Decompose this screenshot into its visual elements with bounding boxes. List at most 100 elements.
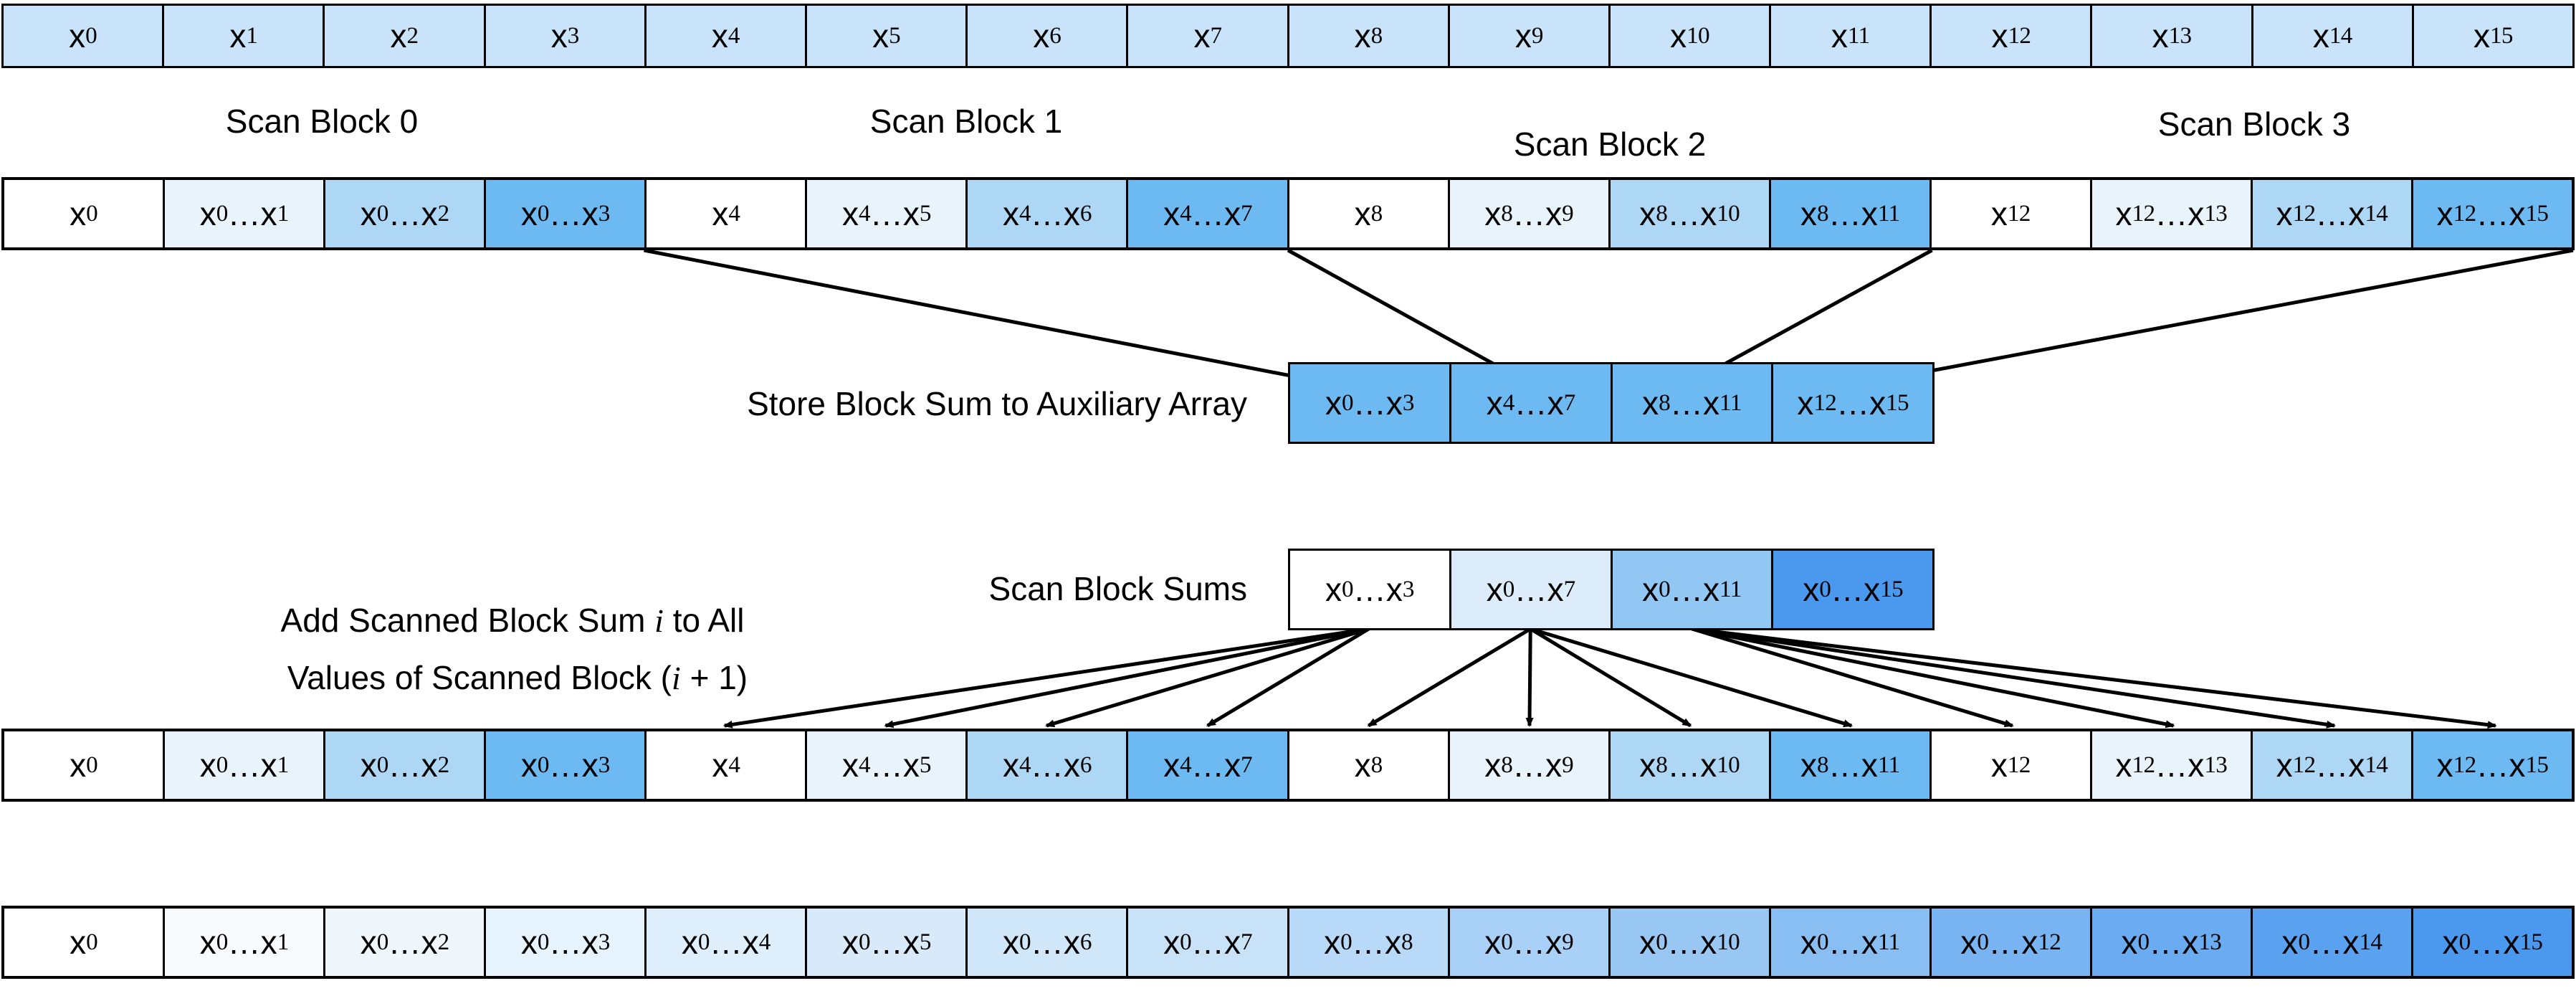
- arrow: [1206, 627, 1370, 728]
- arrow: [1911, 248, 2574, 377]
- arrow: [644, 248, 1322, 384]
- arrow: [1287, 248, 1515, 377]
- arrow: [722, 627, 1370, 729]
- scan-block-3-label: Scan Block 3: [2157, 105, 2351, 143]
- add-block-sum-label-line1: Add Scanned Block Sum i to All: [280, 602, 745, 639]
- arrow: [1692, 627, 2337, 729]
- arrow: [1692, 627, 2014, 728]
- arrow: [1692, 627, 2175, 729]
- arrow: [884, 627, 1370, 729]
- arrow: [1692, 627, 2497, 729]
- arrow: [1530, 627, 1854, 728]
- store-block-sum-label: Store Block Sum to Auxiliary Array: [747, 385, 1247, 422]
- arrow: [1045, 627, 1370, 728]
- scan-block-0-label: Scan Block 0: [225, 103, 419, 140]
- scan-block-2-label: Scan Block 2: [1513, 125, 1707, 163]
- arrow: [1529, 627, 1692, 728]
- add-block-sum-label-line2: Values of Scanned Block (i + 1): [287, 659, 748, 696]
- scan-block-sums-label: Scan Block Sums: [988, 570, 1247, 607]
- arrow: [1704, 248, 1933, 376]
- scan-block-1-label: Scan Block 1: [869, 103, 1063, 140]
- arrow: [1367, 627, 1532, 728]
